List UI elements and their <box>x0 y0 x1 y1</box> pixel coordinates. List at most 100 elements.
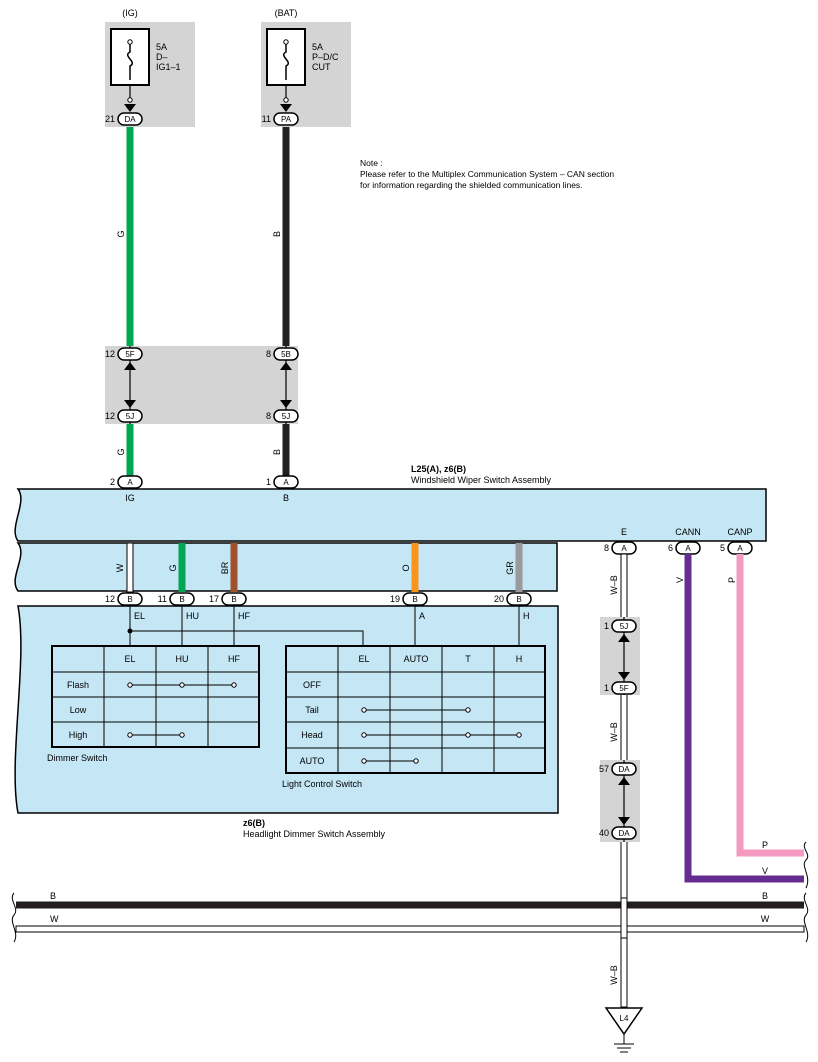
label: 5B <box>281 350 291 359</box>
fuse-ig-source: (IG) <box>122 8 138 18</box>
fuse-ig-conn: DA <box>124 115 136 124</box>
dimmer-switch-table: EL HU HF Flash Low High Dimmer Switch <box>47 645 260 763</box>
fuse-ig-name2: IG1–1 <box>156 62 181 72</box>
fuse-ig-rating: 5A <box>156 42 167 52</box>
bus-w <box>15 925 805 933</box>
label: V <box>675 577 685 583</box>
label: 8 <box>266 349 271 359</box>
note-line-2: for information regarding the shielded c… <box>360 180 583 190</box>
label: 12 <box>105 349 115 359</box>
label: 5F <box>125 350 134 359</box>
internal-leads <box>127 605 520 646</box>
label: A <box>419 611 425 621</box>
wire-label-b-lower: B <box>272 449 282 455</box>
headlight-name: Headlight Dimmer Switch Assembly <box>243 829 386 839</box>
wiper-name: Windshield Wiper Switch Assembly <box>411 475 552 485</box>
fuse-bat-pin: 11 <box>262 114 271 124</box>
label: 2 <box>110 477 115 487</box>
label: High <box>69 730 88 740</box>
note-title: Note : <box>360 158 383 168</box>
label: E <box>621 527 627 537</box>
label: 12 <box>105 411 115 421</box>
label: 17 <box>209 594 219 604</box>
label: Head <box>301 730 323 740</box>
label: DA <box>618 765 630 774</box>
label: 5J <box>620 622 628 631</box>
label: Low <box>70 705 87 715</box>
label: B <box>283 493 289 503</box>
label: 1 <box>266 477 271 487</box>
label: A <box>737 544 743 553</box>
junction-5j-5f-ground: 5J 1 5F 1 <box>600 617 640 695</box>
can-pins: A 8 A 6 A 5 <box>604 541 753 555</box>
label: W <box>115 563 125 572</box>
fuse-bat-rating: 5A <box>312 42 323 52</box>
label: BR <box>220 561 230 574</box>
label: B <box>762 891 768 901</box>
label: W–B <box>609 722 619 742</box>
label: DA <box>618 829 630 838</box>
fuse-bat-name1: P–D/C <box>312 52 339 62</box>
fuse-bat-conn: PA <box>281 115 292 124</box>
label: T <box>465 654 471 664</box>
label: HU <box>176 654 189 664</box>
label: 19 <box>390 594 400 604</box>
label: L4 <box>620 1014 629 1023</box>
label: 1 <box>604 621 609 631</box>
label: 12 <box>105 594 115 604</box>
label: GR <box>505 561 515 575</box>
label: O <box>401 564 411 571</box>
headlight-code: z6(B) <box>243 818 265 828</box>
label: B <box>412 595 417 604</box>
light-control-title: Light Control Switch <box>282 779 362 789</box>
wire-label-b-upper: B <box>272 231 282 237</box>
label: 8 <box>266 411 271 421</box>
junction-da-ground: DA 57 DA 40 <box>599 760 640 842</box>
label: EL <box>358 654 369 664</box>
label: A <box>127 478 133 487</box>
wire-label-g-upper: G <box>116 230 126 237</box>
label: W <box>50 914 59 924</box>
label: H <box>516 654 523 664</box>
label: Flash <box>67 680 89 690</box>
ground-symbol: L4 <box>604 1007 644 1053</box>
fuse-bat-source: (BAT) <box>275 8 298 18</box>
label: A <box>621 544 627 553</box>
label: EL <box>124 654 135 664</box>
note: Note : Please refer to the Multiplex Com… <box>360 158 614 190</box>
label: V <box>762 866 768 876</box>
wire-label-g-lower: G <box>116 448 126 455</box>
note-line-1: Please refer to the Multiplex Communicat… <box>360 169 614 179</box>
label: HF <box>238 611 250 621</box>
fuse-bat-name2: CUT <box>312 62 331 72</box>
switch-middle-panel <box>14 542 558 592</box>
label: 5 <box>720 543 725 553</box>
label: B <box>231 595 236 604</box>
label: 6 <box>668 543 673 553</box>
label: 20 <box>494 594 504 604</box>
label: 1 <box>604 683 609 693</box>
label: G <box>168 564 178 571</box>
wire-w <box>126 542 134 593</box>
wire-p <box>736 554 804 857</box>
dimmer-switch-title: Dimmer Switch <box>47 753 108 763</box>
junction-5f-5j: 5F 5B 12 8 5J 5J 12 8 <box>105 346 299 424</box>
label: HF <box>228 654 240 664</box>
label: B <box>516 595 521 604</box>
label: HU <box>186 611 199 621</box>
fuse-ig-pin: 21 <box>105 114 115 124</box>
light-control-switch-table: EL AUTO T H OFF Tail Head AUTO Light Con… <box>282 645 546 789</box>
label: 5F <box>619 684 628 693</box>
wire-v <box>684 554 804 883</box>
label: AUTO <box>300 756 325 766</box>
label: P <box>762 840 768 850</box>
label: 57 <box>599 764 609 774</box>
wiper-switch-assembly: L25(A), z6(B) Windshield Wiper Switch As… <box>14 464 767 542</box>
label: AUTO <box>404 654 429 664</box>
label: CANP <box>727 527 752 537</box>
fuse-ig: (IG) 5A D– IG1–1 DA 21 <box>105 8 195 127</box>
label: A <box>283 478 289 487</box>
label: 11 <box>158 594 167 604</box>
label: A <box>685 544 691 553</box>
